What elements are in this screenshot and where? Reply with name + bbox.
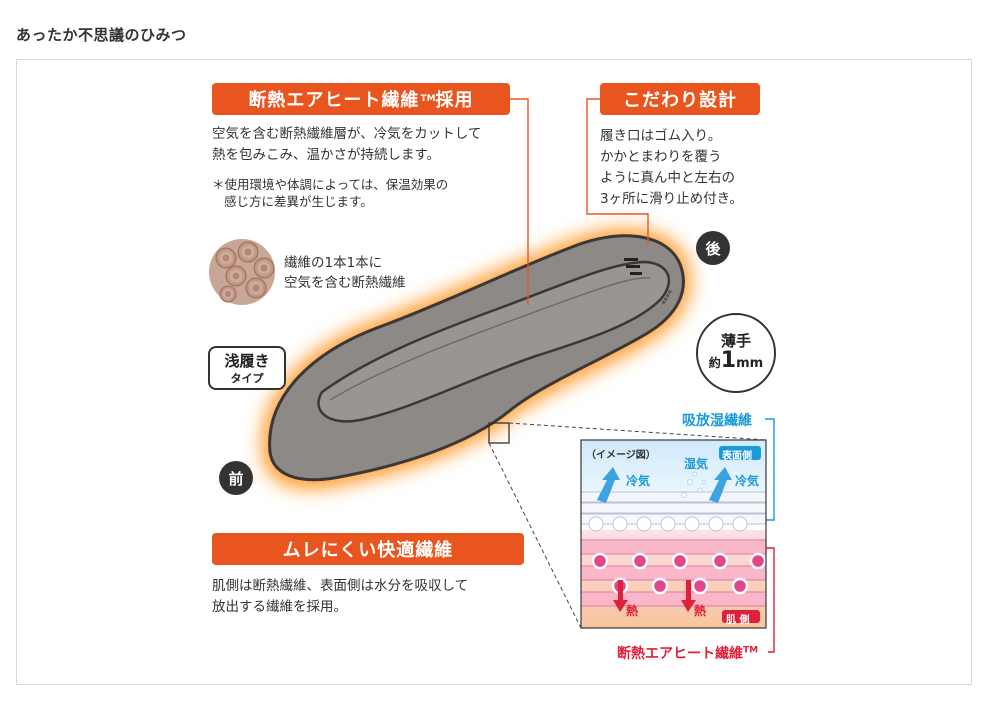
insulation-title-suffix: 採用 (435, 90, 474, 111)
image-label: （イメージ図） (586, 450, 656, 461)
surface-side-tag (719, 446, 761, 460)
surface-side-text: 表面側 (722, 451, 752, 462)
insulation-title: 断熱エアヒート繊維 (248, 90, 420, 111)
airheat-fiber-tm: TM (743, 645, 759, 656)
shallow-type-sub: タイプ (230, 372, 264, 385)
heat-label-2: 熱 (694, 604, 707, 618)
front-badge: 前 (219, 461, 253, 495)
design-title: こだわり設計 (623, 90, 737, 111)
cold-air-label-2: 冷気 (735, 474, 760, 488)
cold-air-label-1: 冷気 (626, 474, 651, 488)
back-badge: 後 (696, 231, 730, 265)
skin-side-text: 肌 側 (726, 615, 750, 626)
thin-badge: 薄手 約1mm (696, 313, 776, 393)
shallow-type-badge: 浅履き タイプ (208, 346, 286, 390)
footcover-shoe: ▪▪▪▪ (268, 234, 685, 482)
design-desc-2: かかとまわりを覆う (600, 149, 722, 165)
back-label: 後 (705, 239, 721, 258)
design-title-pill: こだわり設計 (600, 83, 760, 115)
breathable-desc-2: 放出する繊維を採用。 (212, 599, 347, 615)
thin-prefix: 約 (708, 355, 721, 370)
insulation-note-1: ＊使用環境や体調によっては、保温効果の (212, 177, 449, 192)
insulation-note-2: 感じ方に差異が生じます。 (224, 194, 373, 209)
fabric-diagram (581, 440, 766, 628)
leader-lines (510, 98, 775, 653)
fiber-caption-2: 空気を含む断熱繊維 (284, 275, 406, 291)
insulation-desc-1: 空気を含む断熱繊維層が、冷気をカットして (212, 126, 482, 142)
breathable-desc-1: 肌側は断熱繊維、表面側は水分を吸収して (212, 578, 469, 594)
fiber-caption-1: 繊維の1本1本に (284, 255, 383, 271)
front-label: 前 (228, 469, 244, 488)
thin-value: 1 (720, 347, 737, 373)
heat-label-1: 熱 (626, 604, 639, 618)
shallow-type-main: 浅履き (224, 352, 270, 370)
airheat-fiber-label: 断熱エアヒート繊維TM (617, 643, 758, 663)
design-desc-4: 3ヶ所に滑り止め付き。 (600, 191, 743, 207)
breathable-title: ムレにくい快適繊維 (282, 540, 454, 561)
thin-unit: mm (736, 355, 764, 371)
moisture-label: 湿気 (684, 457, 709, 471)
breathable-title-pill: ムレにくい快適繊維 (212, 533, 524, 565)
design-desc-1: 履き口はゴム入り。 (600, 128, 722, 144)
design-desc-3: ように真ん中と左右の (600, 170, 735, 186)
absorb-fiber-label: 吸放湿繊維 (682, 413, 752, 429)
airheat-fiber-text: 断熱エアヒート繊維 (617, 646, 743, 662)
thin-main: 薄手 (720, 331, 751, 350)
insulation-tm: TM (420, 94, 436, 104)
skin-side-tag (722, 610, 760, 623)
fabric-diagram-border (580, 439, 767, 629)
insulation-desc-2: 熱を包みこみ、温かさが持続します。 (212, 147, 441, 163)
page-title: あったか不思議のひみつ (16, 26, 187, 44)
zoom-lines (488, 422, 767, 629)
fiber-closeup (209, 239, 275, 305)
